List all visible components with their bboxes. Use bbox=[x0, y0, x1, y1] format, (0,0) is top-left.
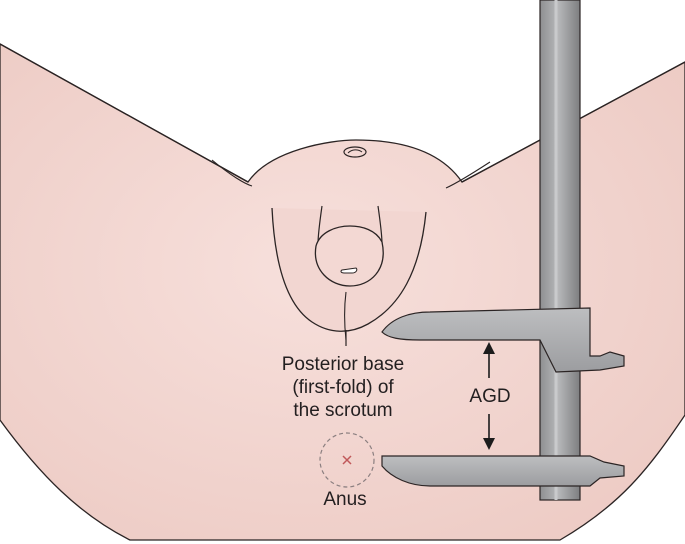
navel-inner bbox=[347, 149, 363, 154]
penis-glans bbox=[314, 225, 384, 287]
caliper-upper-jaw bbox=[381, 307, 625, 373]
penis-meatus bbox=[340, 267, 358, 274]
anus-boundary-circle bbox=[319, 432, 375, 488]
anus-mark-icon bbox=[342, 455, 352, 465]
agd-label: AGD bbox=[469, 386, 510, 407]
right-inner-shadow bbox=[445, 161, 491, 189]
landmark-label-line-1: Posterior base bbox=[282, 354, 405, 375]
navel bbox=[343, 146, 367, 158]
landmark-label-line-2: (first-fold) of bbox=[292, 377, 394, 398]
landmark-label-line-3: the scrotum bbox=[293, 400, 392, 421]
caliper-rod bbox=[539, 0, 581, 501]
left-inner-shadow bbox=[211, 159, 253, 187]
agd-arrow-icon bbox=[483, 342, 495, 450]
anus-label: Anus bbox=[323, 489, 366, 510]
left-thigh-crease bbox=[0, 43, 249, 183]
caliper-lower-jaw bbox=[381, 455, 625, 487]
